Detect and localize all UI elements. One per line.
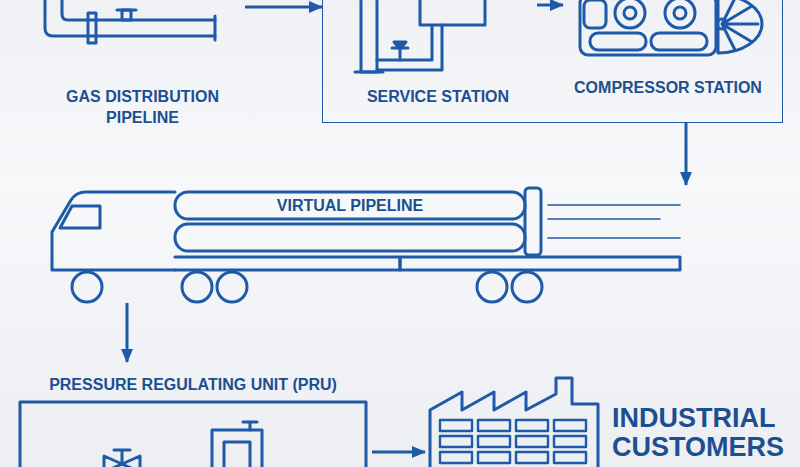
compressor-icon-part xyxy=(584,0,606,28)
station-group: SERVICE STATION COMPRESSOR STATION xyxy=(322,0,783,123)
factory-icon-part xyxy=(554,420,586,431)
pru-enclosure-part xyxy=(224,442,250,467)
factory-icon-part xyxy=(554,436,586,447)
pru-node: PRESSURE REGULATING UNIT (PRU) xyxy=(18,362,372,467)
node-label: INDUSTRIAL CUSTOMERS xyxy=(612,404,797,462)
truck-illustration xyxy=(52,188,680,302)
pipeline-icon-part xyxy=(45,0,215,36)
flow-arrow xyxy=(537,4,563,7)
factory-icon-part xyxy=(478,452,510,463)
truck-illustration-part xyxy=(525,188,541,255)
pipeline-icon-part xyxy=(88,13,96,43)
compressor-icon-part xyxy=(665,0,695,28)
node-label: SERVICE STATION xyxy=(343,86,533,107)
compressor-icon-part xyxy=(615,0,645,28)
pipeline-icon-part xyxy=(214,16,217,40)
service-station-icon xyxy=(355,0,485,72)
truck-illustration-part xyxy=(60,206,100,228)
pru-enclosure-part xyxy=(20,402,366,467)
factory-icon-part xyxy=(516,420,548,431)
truck-illustration-part xyxy=(72,272,102,302)
compressor-station-node: COMPRESSOR STATION xyxy=(563,0,777,103)
factory-icon-part xyxy=(430,378,598,467)
truck-illustration-part xyxy=(477,272,507,302)
customer-node: INDUSTRIAL CUSTOMERS xyxy=(425,372,800,467)
compressor-icon-part xyxy=(590,33,646,50)
service-station-node: SERVICE STATION xyxy=(343,0,537,110)
pipeline-node: GAS DISTRIBUTION PIPELINE xyxy=(40,0,245,130)
pru-enclosure-part xyxy=(104,456,140,467)
node-label: GAS DISTRIBUTION PIPELINE xyxy=(55,86,230,128)
truck-node: VIRTUAL PIPELINE xyxy=(40,185,695,303)
truck-illustration-part xyxy=(400,257,680,270)
truck-illustration-part xyxy=(217,272,247,302)
factory-icon-part xyxy=(478,420,510,431)
factory-icon xyxy=(430,378,598,467)
node-label: VIRTUAL PIPELINE xyxy=(175,195,525,216)
truck-illustration-part xyxy=(175,224,525,251)
factory-icon-part xyxy=(478,436,510,447)
pipeline-icon-part xyxy=(62,0,215,20)
service-station-icon-part xyxy=(361,0,377,72)
truck-illustration-part xyxy=(52,192,175,270)
compressor-icon-part xyxy=(580,0,716,55)
service-station-icon-part xyxy=(399,50,402,60)
service-station-icon-part xyxy=(377,25,432,60)
factory-icon-part xyxy=(516,436,548,447)
truck-illustration-part xyxy=(512,272,542,302)
service-station-icon-part xyxy=(377,25,442,70)
compressor-icon-part xyxy=(674,7,686,19)
flow-arrow xyxy=(685,123,688,185)
truck-illustration-part xyxy=(175,257,400,270)
pru-enclosure xyxy=(20,402,366,467)
service-station-icon-part xyxy=(420,0,485,25)
factory-icon-part xyxy=(440,436,472,447)
pipeline-icon-part xyxy=(117,9,136,12)
compressor-icon xyxy=(580,0,762,55)
factory-icon-part xyxy=(440,452,472,463)
compressor-icon-part xyxy=(717,19,727,29)
pru-enclosure-part xyxy=(212,430,262,467)
factory-icon-part xyxy=(516,452,548,463)
truck-illustration-part xyxy=(182,272,212,302)
pipeline-icon xyxy=(45,0,215,43)
compressor-icon-part xyxy=(651,33,707,50)
pru-enclosure-part xyxy=(243,422,257,430)
node-label: PRESSURE REGULATING UNIT (PRU) xyxy=(18,374,368,395)
factory-icon-part xyxy=(440,420,472,431)
truck-illustration-part xyxy=(175,192,525,219)
flow-arrow xyxy=(245,6,322,9)
node-label: COMPRESSOR STATION xyxy=(563,77,773,98)
flow-arrow xyxy=(126,303,129,362)
factory-icon-part xyxy=(554,452,586,463)
service-station-icon-part xyxy=(394,42,406,49)
flow-arrow xyxy=(372,451,425,454)
compressor-icon-part xyxy=(624,7,636,19)
truck-illustration-part xyxy=(548,205,680,238)
compressor-icon-part xyxy=(718,0,762,53)
